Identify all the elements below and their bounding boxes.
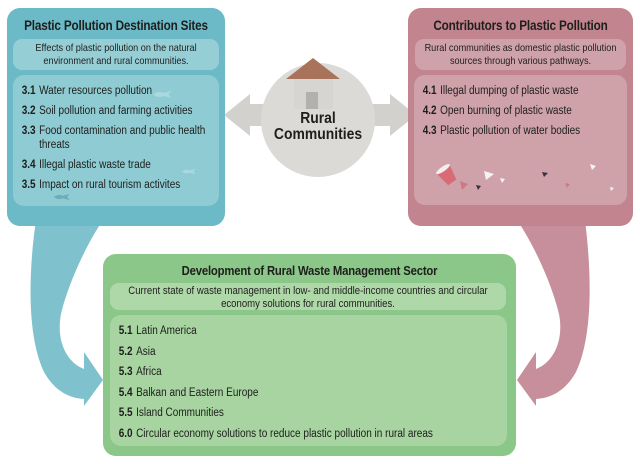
item-text: Latin America <box>136 325 197 337</box>
plastic-fragment-icon <box>500 178 505 183</box>
destination-sites-list: 3.1 Water resources pollution 3.2 Soil p… <box>13 75 235 192</box>
hub-label: Rural Communities <box>261 111 375 143</box>
waste-management-list: 5.1 Latin America 5.2 Asia 5.3 Africa <box>110 315 523 441</box>
waste-management-list-panel: 5.1 Latin America 5.2 Asia 5.3 Africa <box>110 315 507 446</box>
contributors-list: 4.1 Illegal dumping of plastic waste 4.2… <box>414 75 640 139</box>
list-item: 3.2 Soil pollution and farming activitie… <box>22 105 228 119</box>
item-text: Asia <box>136 345 156 358</box>
list-item: 4.2 Open burning of plastic waste <box>423 105 636 119</box>
item-number: 4.3 <box>422 125 437 137</box>
item-number: 3.4 <box>21 158 36 171</box>
item-number: 6.0 <box>118 427 133 440</box>
item-number: 5.3 <box>118 366 133 378</box>
plastic-fragment-icon <box>484 171 494 180</box>
destination-sites-subtitle: Effects of plastic pollution on the natu… <box>35 42 197 67</box>
item-text: Soil pollution and farming activities <box>39 105 193 117</box>
teal-curved-arrow <box>30 220 104 399</box>
plastic-fragment-icon <box>565 183 570 188</box>
item-text: Illegal plastic waste trade <box>39 158 151 171</box>
plastic-fragment-icon <box>590 164 596 170</box>
item-number: 5.5 <box>118 407 133 419</box>
item-text: Island Communities <box>136 407 224 419</box>
plastic-litter-icons <box>436 163 614 191</box>
item-number: 3.3 <box>21 125 36 137</box>
contributors-subtitle-pill: Rural communities as domestic plastic po… <box>415 39 626 70</box>
plastic-fragment-icon <box>610 187 614 191</box>
item-number: 3.5 <box>21 178 36 191</box>
item-text: Impact on rural tourism activites <box>39 178 181 191</box>
destination-sites-subtitle-pill: Effects of plastic pollution on the natu… <box>13 39 219 70</box>
item-text: Food contamination and public health thr… <box>39 125 206 151</box>
item-text: Balkan and Eastern Europe <box>136 386 259 399</box>
item-number: 4.2 <box>422 105 437 117</box>
contributors-title: Contributors to Plastic Pollution <box>433 18 608 33</box>
item-text: Illegal dumping of plastic waste <box>440 85 579 97</box>
pink-curved-arrow <box>517 220 590 399</box>
fish-icon <box>53 193 70 201</box>
plastic-fragment-icon <box>476 185 481 190</box>
item-text: Circular economy solutions to reduce pla… <box>136 427 433 440</box>
list-item: 5.4 Balkan and Eastern Europe <box>119 387 516 401</box>
list-item: 3.3 Food contamination and public health… <box>22 125 228 152</box>
plastic-fragment-icon <box>460 181 468 190</box>
list-item: 3.5 Impact on rural tourism activites <box>22 179 228 193</box>
waste-management-box: Development of Rural Waste Management Se… <box>103 254 516 456</box>
item-number: 5.4 <box>118 386 133 399</box>
list-item: 6.0 Circular economy solutions to reduce… <box>119 428 516 442</box>
list-item: 5.1 Latin America <box>119 325 516 339</box>
list-item: 4.1 Illegal dumping of plastic waste <box>423 85 636 99</box>
list-item: 4.3 Plastic pollution of water bodies <box>423 125 636 139</box>
destination-sites-list-panel: 3.1 Water resources pollution 3.2 Soil p… <box>13 75 219 206</box>
item-number: 5.1 <box>118 325 133 337</box>
item-text: Water resources pollution <box>39 85 153 97</box>
cup-icon <box>436 163 457 186</box>
item-number: 5.2 <box>118 345 133 358</box>
rural-communities-hub: Rural Communities <box>261 58 375 177</box>
contributors-subtitle: Rural communities as domestic plastic po… <box>424 42 617 67</box>
house-icon <box>286 58 340 109</box>
waste-management-title: Development of Rural Waste Management Se… <box>181 263 438 278</box>
list-item: 5.5 Island Communities <box>119 407 516 421</box>
destination-sites-box: Plastic Pollution Destination Sites Effe… <box>7 8 225 226</box>
list-item: 3.1 Water resources pollution <box>22 85 228 99</box>
plastic-fragment-icon <box>542 172 548 177</box>
item-number: 3.1 <box>21 85 36 97</box>
hub-label-line2: Communities <box>273 126 363 143</box>
item-text: Plastic pollution of water bodies <box>440 125 581 137</box>
pink-arrowhead-icon <box>517 352 536 406</box>
item-text: Africa <box>136 366 162 378</box>
fish-icon <box>153 90 172 99</box>
waste-management-subtitle: Current state of waste management in low… <box>128 285 488 310</box>
contributors-box: Contributors to Plastic Pollution Rural … <box>408 8 633 226</box>
item-number: 3.2 <box>21 105 36 117</box>
contributors-list-panel: 4.1 Illegal dumping of plastic waste 4.2… <box>414 75 627 205</box>
waste-management-subtitle-pill: Current state of waste management in low… <box>110 283 506 310</box>
item-number: 4.1 <box>422 85 437 97</box>
list-item: 3.4 Illegal plastic waste trade <box>22 159 228 173</box>
list-item: 5.2 Asia <box>119 346 516 360</box>
item-text: Open burning of plastic waste <box>440 105 572 117</box>
fish-icon <box>181 168 196 175</box>
destination-sites-title: Plastic Pollution Destination Sites <box>24 18 208 33</box>
hub-label-line1: Rural <box>300 110 336 127</box>
list-item: 5.3 Africa <box>119 366 516 380</box>
teal-arrowhead-icon <box>84 352 103 406</box>
